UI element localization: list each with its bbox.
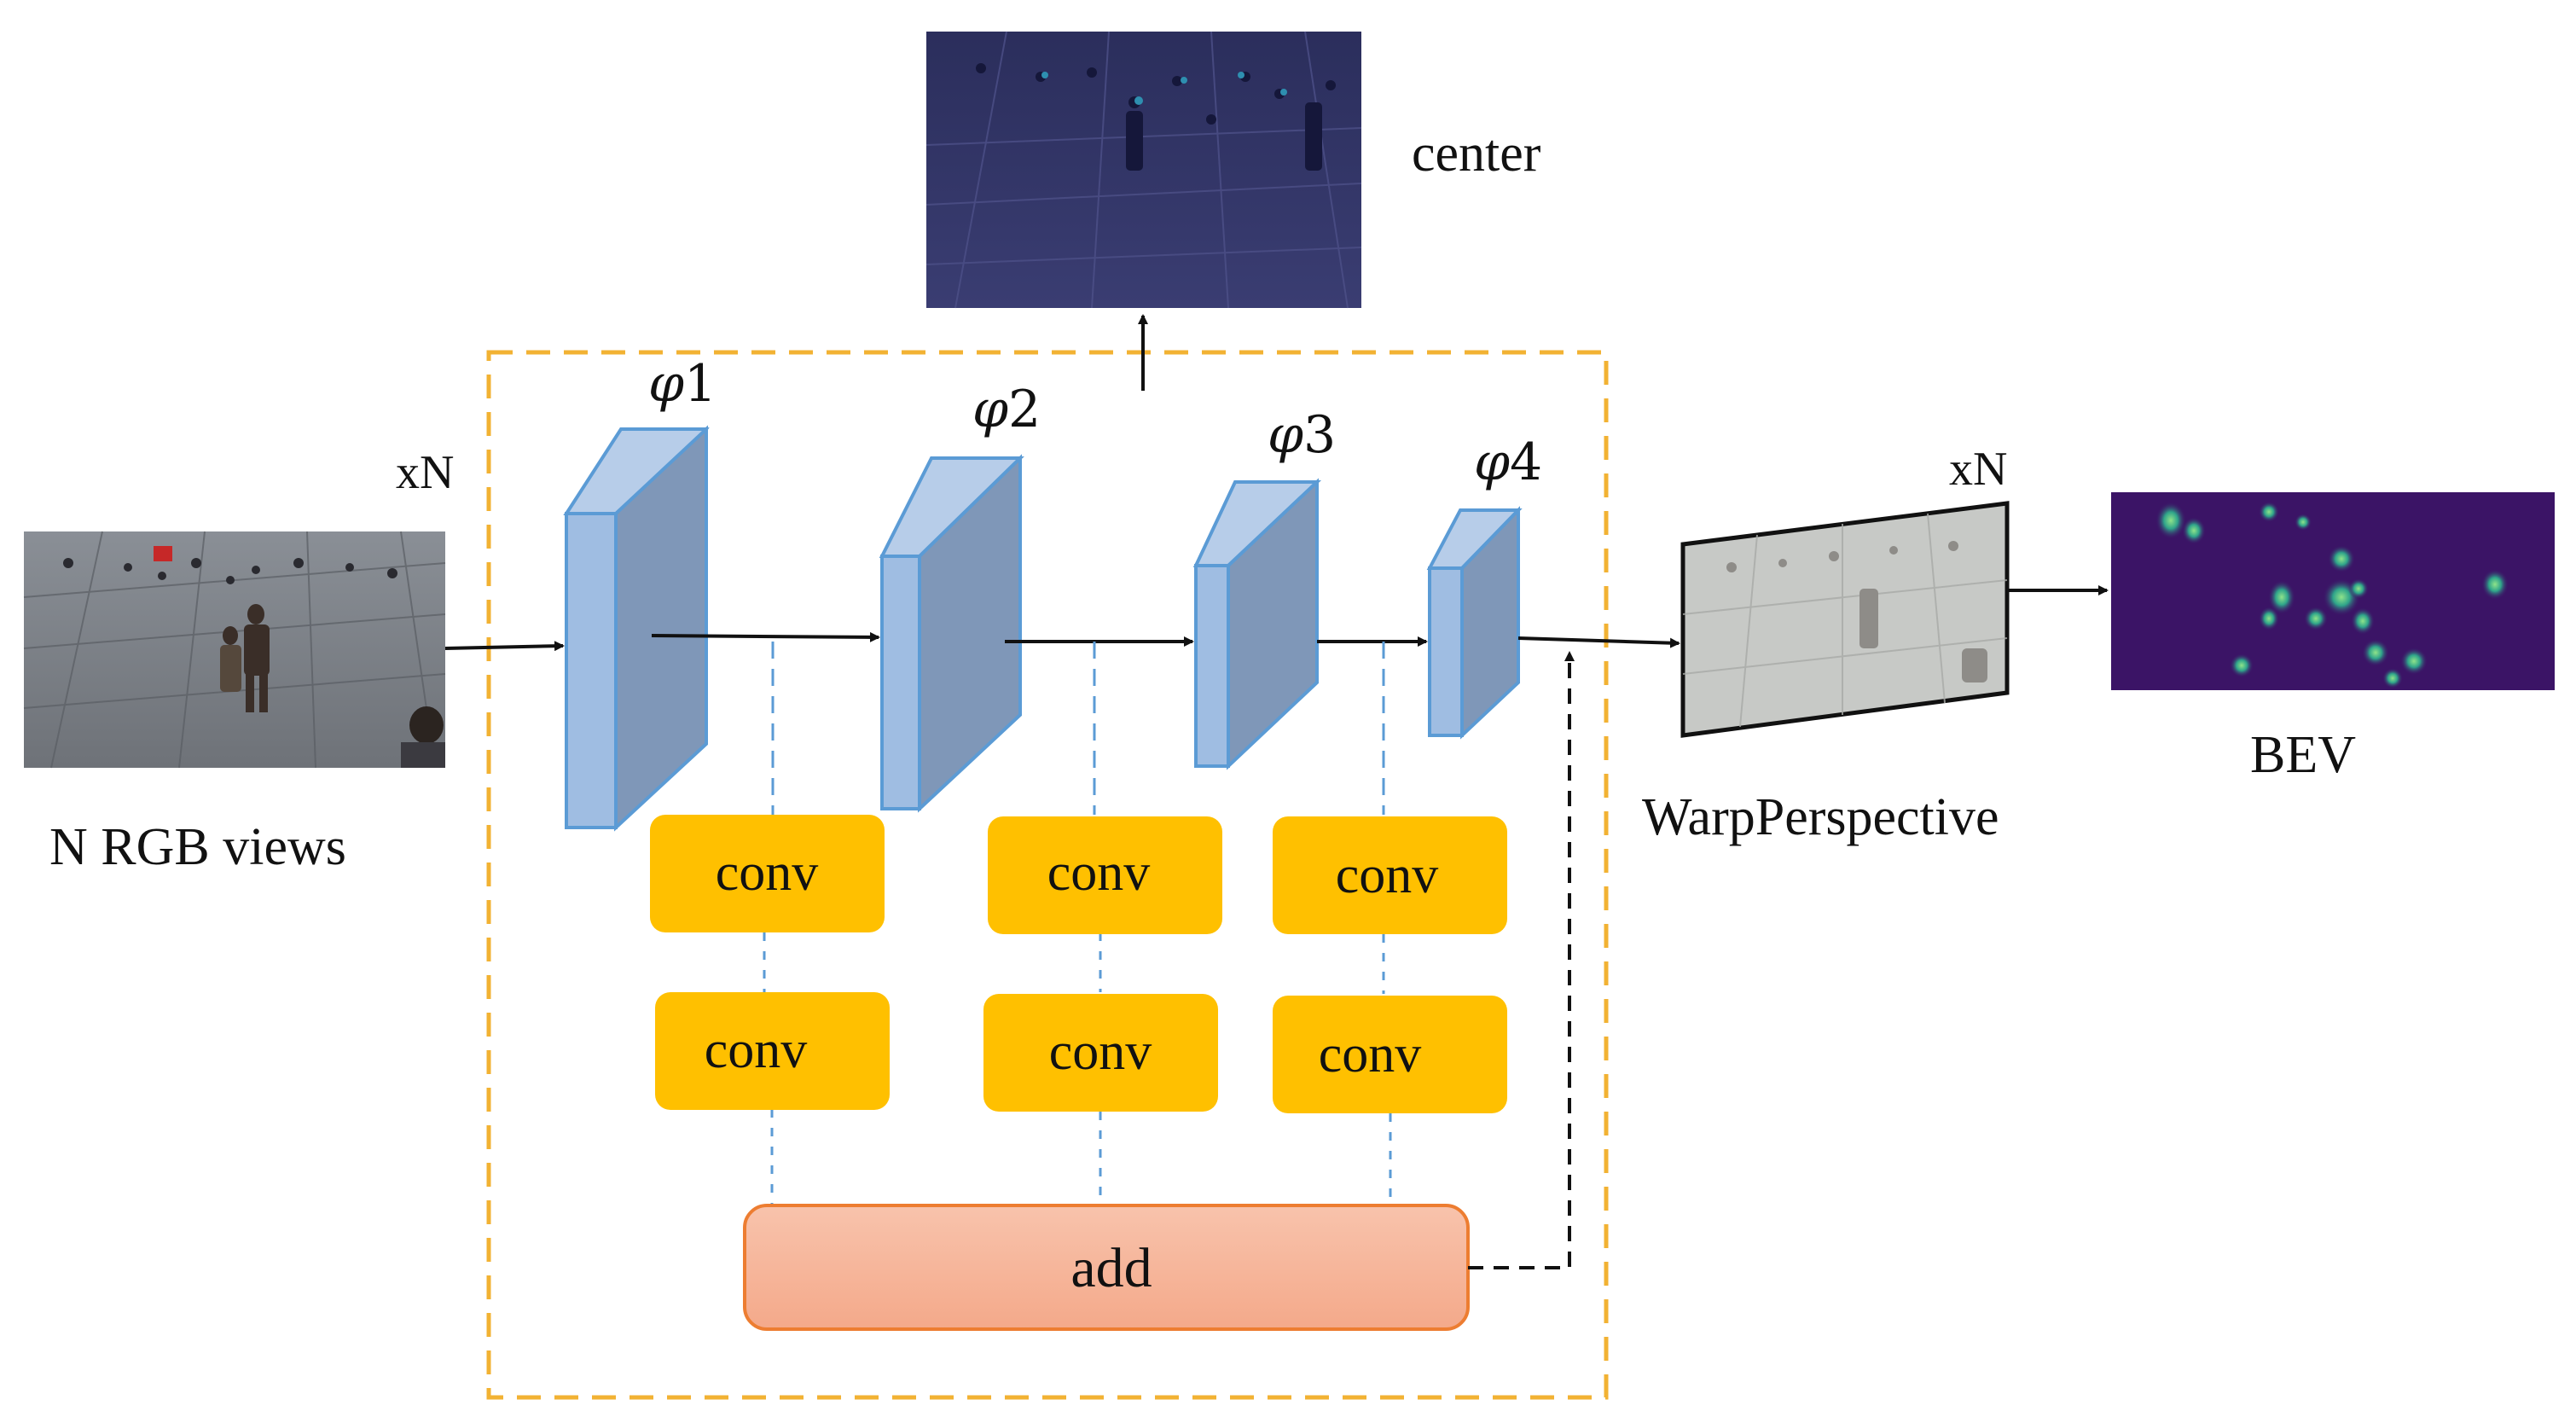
input-views-label: N RGB views xyxy=(49,818,346,876)
stage-4-block xyxy=(1426,506,1523,740)
branch-1-conv-top: conv xyxy=(650,815,885,932)
stage-4-label: φ4 xyxy=(1474,433,1542,492)
bev-label: BEV xyxy=(2250,726,2356,784)
bev-heatmap-image xyxy=(2111,492,2555,690)
stage-3-label: φ3 xyxy=(1268,405,1336,465)
branch-3-conv-bottom: conv xyxy=(1273,996,1507,1113)
conv-label: conv xyxy=(1049,1023,1152,1081)
conv-label: conv xyxy=(705,1021,808,1079)
conv-label: conv xyxy=(1047,844,1151,902)
warped-crowd-image xyxy=(1680,501,2010,738)
stage-2-block xyxy=(879,454,1024,813)
module-frame xyxy=(486,350,1609,1400)
branch-2-conv-bottom: conv xyxy=(983,994,1218,1112)
warp-perspective-label: WarpPerspective xyxy=(1642,788,1999,846)
conv-label: conv xyxy=(716,844,819,902)
center-heatmap-image xyxy=(925,31,1362,309)
warp-multiplier: xN xyxy=(1949,443,2007,496)
center-output-label: center xyxy=(1412,125,1541,183)
branch-1-conv-bottom: conv xyxy=(655,992,890,1110)
stage1-to-stage2-arrow xyxy=(651,631,880,642)
add-block: add xyxy=(743,1204,1470,1331)
conv-label: conv xyxy=(1319,1025,1422,1083)
stage-2-label: φ2 xyxy=(972,380,1041,439)
input-multiplier: xN xyxy=(396,446,454,499)
stage4-to-warp-arrow xyxy=(1517,636,1680,648)
stage-1-label: φ1 xyxy=(648,354,717,414)
add-feedback-arrow xyxy=(1468,651,1575,1269)
input-to-stage1-arrow xyxy=(444,641,565,652)
crowd-photo-image xyxy=(23,531,446,769)
stage-3-block xyxy=(1192,478,1322,770)
add-label: add xyxy=(1070,1237,1152,1299)
branch-2-conv-top: conv xyxy=(988,816,1222,934)
stage-1-block xyxy=(563,425,710,832)
conv-label: conv xyxy=(1336,846,1439,904)
branch-3-conv-top: conv xyxy=(1273,816,1507,934)
